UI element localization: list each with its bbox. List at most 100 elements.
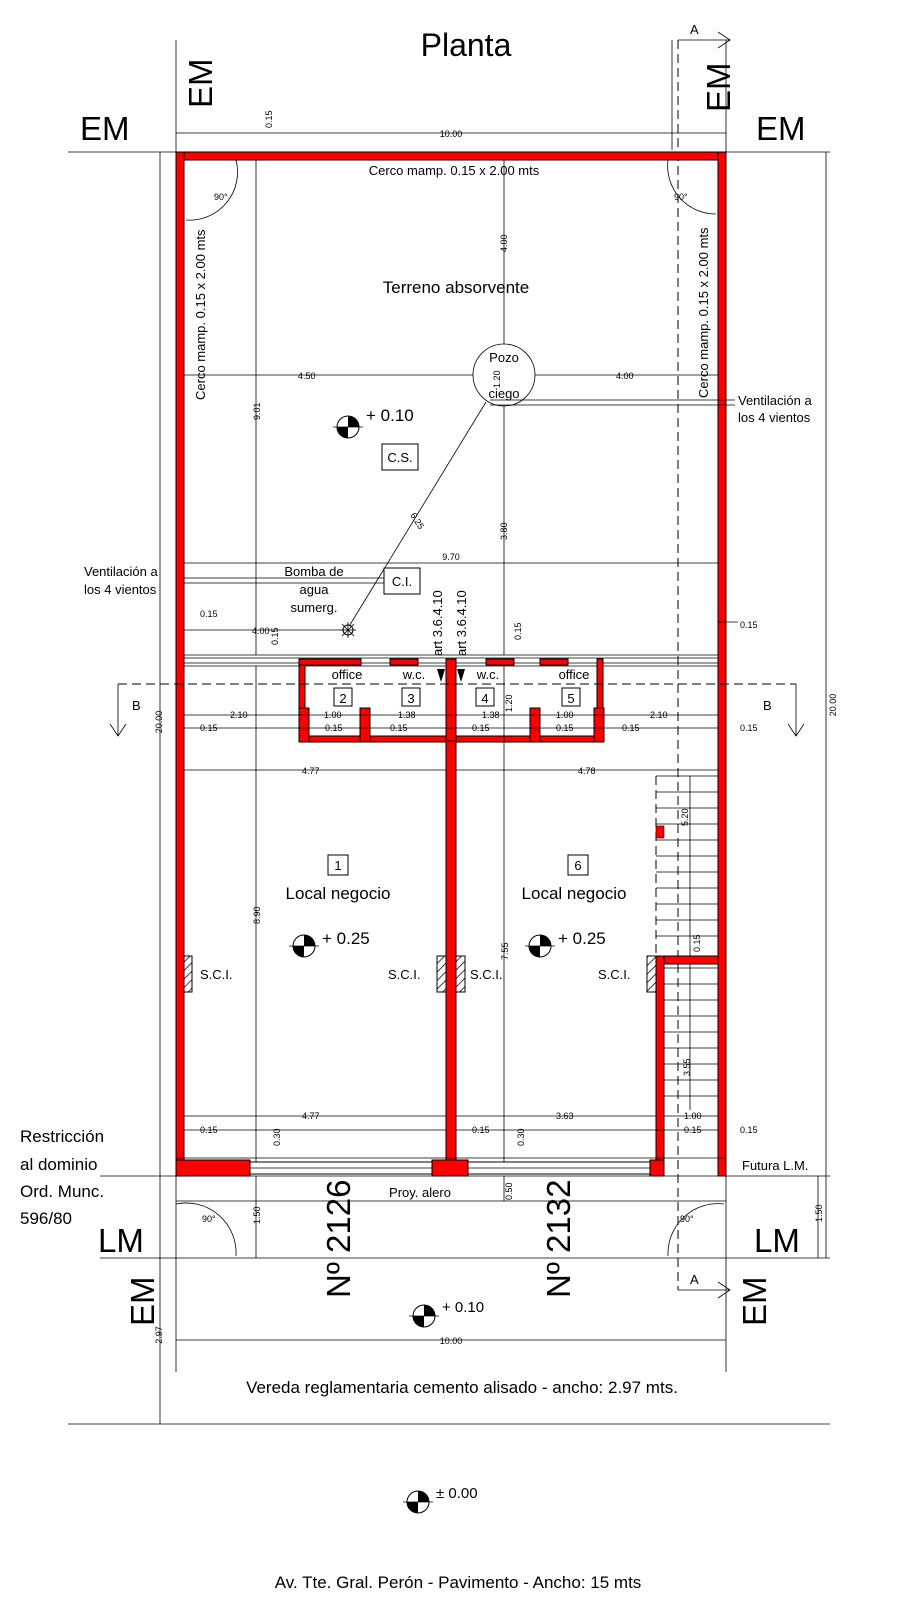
svg-text:+ 0.25: + 0.25 bbox=[322, 929, 370, 948]
svg-text:+ 0.10: + 0.10 bbox=[366, 406, 414, 425]
svg-text:0.30: 0.30 bbox=[272, 1128, 282, 1146]
future-lm-label: Futura L.M. bbox=[742, 1158, 808, 1173]
section-b-arrow-right bbox=[787, 684, 805, 737]
angle-arc-bottom-right bbox=[667, 1203, 725, 1257]
sci-left-box bbox=[183, 955, 193, 993]
section-a-arrow-bottom bbox=[678, 1281, 731, 1299]
svg-text:0.15: 0.15 bbox=[740, 1125, 758, 1135]
angle-arc-top-right bbox=[667, 159, 717, 215]
svg-text:0.15: 0.15 bbox=[684, 1125, 702, 1135]
eave-label: Proy. alero bbox=[389, 1185, 451, 1200]
svg-text:3.63: 3.63 bbox=[556, 1111, 574, 1121]
level-mark-yard bbox=[333, 415, 363, 439]
sci-label-4: S.C.I. bbox=[598, 967, 631, 982]
svg-text:1.20: 1.20 bbox=[504, 694, 514, 712]
svg-text:0.15: 0.15 bbox=[390, 723, 408, 733]
svg-text:4.00: 4.00 bbox=[616, 371, 634, 381]
svg-text:Bomba de: Bomba de bbox=[284, 564, 343, 579]
svg-text:0.15: 0.15 bbox=[622, 723, 640, 733]
svg-text:90°: 90° bbox=[680, 1214, 694, 1224]
svg-text:0.15: 0.15 bbox=[513, 622, 523, 640]
local-left-label: Local negocio bbox=[286, 884, 391, 903]
svg-text:+ 0.25: + 0.25 bbox=[558, 929, 606, 948]
stair bbox=[655, 775, 718, 1110]
svg-text:1.00: 1.00 bbox=[556, 710, 574, 720]
svg-text:1.00: 1.00 bbox=[684, 1111, 702, 1121]
em-label-top-right: EM bbox=[700, 63, 737, 113]
svg-text:1.38: 1.38 bbox=[398, 710, 416, 720]
section-b-label-left: B bbox=[132, 698, 141, 713]
wall-left bbox=[175, 151, 185, 1177]
section-b-label-right: B bbox=[763, 698, 772, 713]
avenue-label: Av. Tte. Gral. Perón - Pavimento - Ancho… bbox=[275, 1573, 642, 1592]
room-number-5: 5 bbox=[567, 691, 574, 706]
svg-text:0.15: 0.15 bbox=[200, 609, 218, 619]
dim-total-depth: 20.00 bbox=[154, 711, 164, 734]
svg-text:1.50: 1.50 bbox=[814, 1204, 824, 1222]
svg-text:1.38: 1.38 bbox=[482, 710, 500, 720]
svg-text:± 0.00: ± 0.00 bbox=[436, 1485, 478, 1502]
dim-diagonal bbox=[347, 401, 487, 629]
level-mark-local-left bbox=[289, 934, 319, 958]
svg-text:4.78: 4.78 bbox=[578, 766, 596, 776]
sci-label-2: S.C.I. bbox=[388, 967, 421, 982]
svg-text:0.15: 0.15 bbox=[740, 723, 758, 733]
wall-right bbox=[717, 151, 727, 1177]
ventilation-left-1: Ventilación a bbox=[84, 564, 158, 579]
svg-text:4.00: 4.00 bbox=[252, 626, 270, 636]
svg-text:0.15: 0.15 bbox=[200, 723, 218, 733]
em-label-bottom-left: EM bbox=[124, 1277, 161, 1327]
sidewalk-label: Vereda reglamentaria cemento alisado - a… bbox=[246, 1378, 678, 1397]
em-label-right: EM bbox=[756, 110, 806, 147]
svg-text:0.15: 0.15 bbox=[692, 934, 702, 952]
sci-label-1: S.C.I. bbox=[200, 967, 233, 982]
room-number-1: 1 bbox=[334, 858, 341, 873]
svg-text:1.20: 1.20 bbox=[492, 370, 502, 388]
svg-text:0.15: 0.15 bbox=[200, 1125, 218, 1135]
svg-text:3.80: 3.80 bbox=[499, 522, 509, 540]
em-label-left: EM bbox=[80, 110, 130, 147]
section-b-arrow-left bbox=[109, 684, 127, 737]
level-mark-street bbox=[403, 1490, 433, 1514]
yard-label: Terreno absorvente bbox=[383, 278, 529, 297]
angle-arc-top-left bbox=[185, 159, 238, 221]
svg-text:4.50: 4.50 bbox=[298, 371, 316, 381]
svg-text:0.15: 0.15 bbox=[740, 620, 758, 630]
svg-text:9.01: 9.01 bbox=[252, 402, 262, 420]
art-label-1: art 3.6.4.10 bbox=[430, 590, 445, 656]
level-mark-local-right bbox=[525, 934, 555, 958]
svg-text:0.15: 0.15 bbox=[472, 1125, 490, 1135]
ci-box bbox=[383, 567, 421, 595]
wall-center bbox=[445, 740, 457, 1162]
art-label-2: art 3.6.4.10 bbox=[454, 590, 469, 656]
svg-text:0.15: 0.15 bbox=[325, 723, 343, 733]
svg-text:4.77: 4.77 bbox=[302, 766, 320, 776]
street-number-left: Nº 2126 bbox=[320, 1180, 357, 1298]
svg-text:2.10: 2.10 bbox=[230, 710, 248, 720]
lm-label-left: LM bbox=[98, 1222, 144, 1259]
em-label-top-left: EM bbox=[182, 59, 219, 109]
svg-text:C.S.: C.S. bbox=[387, 450, 412, 465]
room-number-6: 6 bbox=[574, 858, 581, 873]
ventilation-right-1: Ventilación a bbox=[738, 393, 812, 408]
svg-text:ciego: ciego bbox=[488, 386, 519, 401]
front-wall-left bbox=[175, 1159, 251, 1177]
local-right-label: Local negocio bbox=[522, 884, 627, 903]
section-a-arrow-top bbox=[678, 31, 731, 49]
svg-text:sumerg.: sumerg. bbox=[291, 600, 338, 615]
front-wall-center bbox=[431, 1159, 469, 1177]
svg-text:9.70: 9.70 bbox=[442, 552, 460, 562]
svg-text:0.15: 0.15 bbox=[556, 723, 574, 733]
angle-arc-bottom-left bbox=[175, 1202, 237, 1257]
section-a-label-top: A bbox=[690, 22, 699, 37]
svg-text:1.50: 1.50 bbox=[252, 1206, 262, 1224]
cs-box bbox=[381, 443, 419, 471]
svg-text:agua: agua bbox=[300, 582, 330, 597]
office-left-label: office bbox=[332, 667, 363, 682]
wall-top bbox=[175, 151, 727, 161]
ventilation-right-2: los 4 vientos bbox=[738, 410, 811, 425]
svg-text:0.15: 0.15 bbox=[472, 723, 490, 733]
svg-text:C.I.: C.I. bbox=[392, 574, 412, 589]
svg-text:+ 0.10: + 0.10 bbox=[442, 1299, 484, 1316]
